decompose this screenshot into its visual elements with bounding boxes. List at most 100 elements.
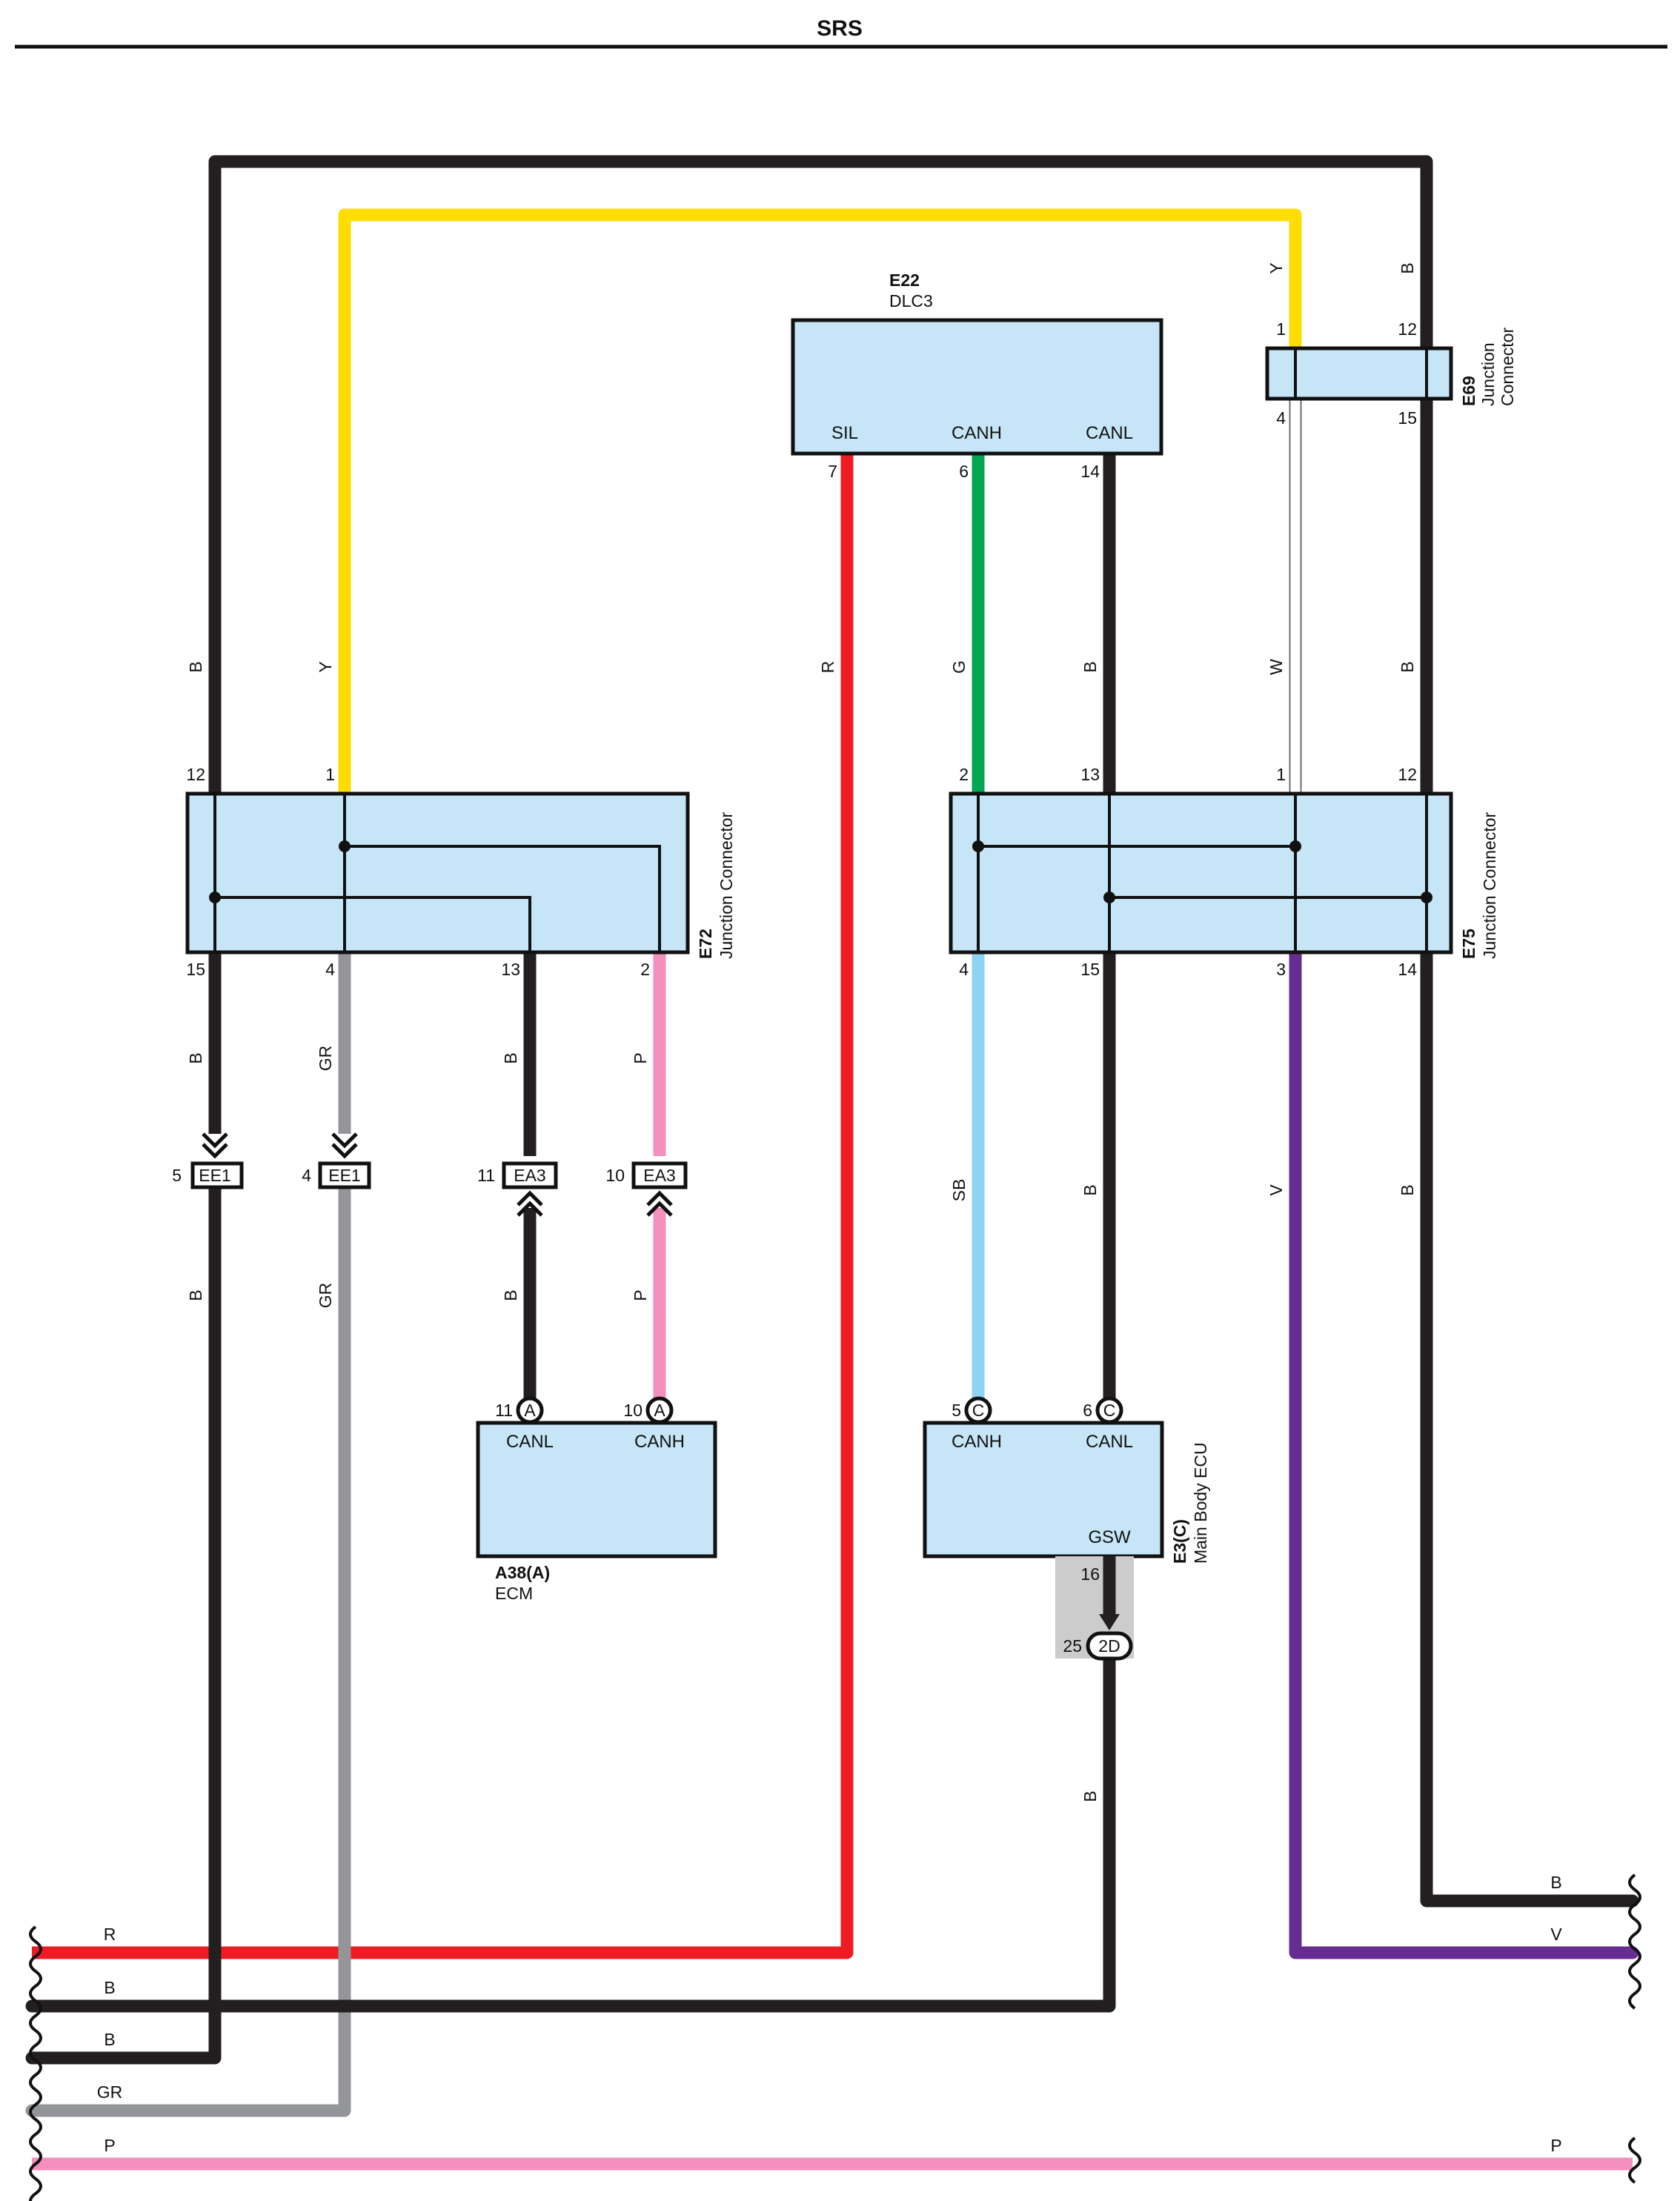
e3-id: E3(C) [1170,1519,1189,1564]
e69-id: E69 [1459,376,1478,406]
wire-label-b-2d: B [1080,1790,1100,1802]
wire-gr-ee1-left [25,1183,351,2117]
e75-name: Junction Connector [1480,811,1499,959]
pin-e72-y: 1 [325,765,335,784]
ee1-b-connector [190,1132,244,1189]
e3-term-gsw: GSW [1088,1527,1131,1547]
pin-j2d: 25 [1063,1636,1082,1656]
e3-pin-circle-canh [964,1396,992,1424]
ea3-p-connector [631,1161,688,1217]
pin-e3-canl: 6 [1083,1401,1092,1420]
e75-box [949,791,1453,955]
e22-name: DLC3 [889,291,933,311]
e75-junction-dot-2 [1289,840,1301,852]
right-wire-break-top [1628,1873,1641,2010]
e3-pin-letter-canh: C [972,1401,985,1420]
wire-label-g: G [949,660,969,674]
pin-e22-sil: 7 [828,462,837,481]
edge-label-left-b2: B [104,2030,115,2049]
e22-id: E22 [889,270,920,290]
a38-term-canh: CANH [634,1432,685,1452]
e69-box [1265,346,1453,401]
e75-junction-dot-3 [1103,892,1115,903]
wire-label-r: R [818,661,837,674]
wire-label-v: V [1266,1184,1286,1196]
pin-a38-canh: 10 [623,1401,643,1420]
pin-ee1-gr: 4 [302,1166,311,1185]
e69-name-line2: Connector [1498,328,1517,406]
wire-label-sb: SB [949,1179,969,1202]
wire-label-gr-lower: GR [316,1283,335,1309]
pin-e75-g: 2 [959,765,969,784]
pin-e75-w: 1 [1276,765,1286,784]
e22-dlc3-box [791,318,1163,456]
edge-label-right-b: B [1550,1873,1561,1892]
e22-term-sil: SIL [831,423,858,443]
a38-name: ECM [495,1584,533,1603]
pin-e72-b-bot: 15 [186,960,205,979]
ea3-p-label: EA3 [643,1166,675,1185]
e72-box [185,791,690,955]
wire-label-b-ecu: B [1080,1184,1100,1195]
wire-label-gr-upper: GR [316,1046,335,1072]
wire-b-top-loop [208,155,1639,1908]
edge-label-left-b1: B [104,1978,115,1997]
e72-id: E72 [696,929,715,959]
ee1-gr-label: EE1 [328,1166,360,1185]
wire-label-y-top: Y [1266,262,1286,273]
wire-label-b-right-top: B [1398,262,1417,273]
e3-name: Main Body ECU [1191,1442,1210,1564]
a38-pin-circle-canh [645,1396,674,1424]
left-wire-break [29,1925,42,2201]
e69-name-line1: Junction [1478,342,1498,406]
pin-e75-v: 3 [1276,960,1286,979]
pin-e69-w: 4 [1276,408,1286,428]
wire-b-ee1-left [25,1183,222,2065]
wire-label-b-dlc3: B [1080,661,1100,672]
pin-e72-gr: 4 [325,960,335,979]
e22-term-canh: CANH [952,423,1002,443]
edge-label-right-p: P [1550,2136,1561,2155]
wire-label-b-lower-left: B [186,1289,205,1301]
edge-label-right-v: V [1550,1925,1562,1944]
wire-label-b-left-top: B [186,661,205,672]
e72-junction-dot-2 [209,892,221,903]
wire-y [338,208,1302,800]
pin-e22-canh: 6 [959,462,969,481]
pin-e3-canh: 5 [952,1401,961,1420]
edge-label-left-p: P [104,2136,115,2155]
e3-main-body-ecu-box [923,1421,1164,1558]
a38-pin-letter-canh: A [654,1401,665,1420]
e72-junction-dot-1 [339,840,351,852]
edge-label-left-gr: GR [97,2082,123,2102]
wire-label-p-upper: P [631,1052,650,1063]
a38-id: A38(A) [495,1563,550,1582]
wire-label-b-right-mid: B [1398,661,1417,672]
wire-label-b-e72-13: B [501,1052,520,1063]
a38-ecm-box [476,1421,717,1558]
pin-e69-b-bot: 15 [1398,408,1417,428]
e3-pin-circle-canl [1095,1396,1123,1424]
ee1-b-label: EE1 [199,1166,230,1185]
pin-a38-canl: 11 [495,1401,513,1420]
right-wire-break-bottom [1628,2137,1641,2184]
pin-e75-b-right-bot: 14 [1398,960,1417,979]
wire-label-w: W [1266,659,1286,675]
wire-label-b-right-lower: B [1398,1184,1417,1195]
pin-e75-b-bot: 15 [1080,960,1100,979]
page-title: SRS [817,16,863,41]
j2d-connector [1086,1631,1133,1661]
wire-label-y-left: Y [316,661,335,672]
e3-pin-letter-canl: C [1103,1401,1116,1420]
edge-label-left-r: R [104,1925,116,1944]
pin-e75-b-right: 12 [1398,765,1417,784]
pin-ee1-b: 5 [172,1166,182,1185]
e72-bus-p [345,845,661,952]
a38-term-canl: CANL [506,1432,554,1452]
pin-e69-b-top: 12 [1398,319,1417,339]
a38-pin-letter-canl: A [524,1401,536,1420]
pin-e22-canl: 14 [1080,462,1100,481]
e75-junction-dot-4 [1421,892,1432,903]
ee1-gr-connector [318,1132,371,1189]
